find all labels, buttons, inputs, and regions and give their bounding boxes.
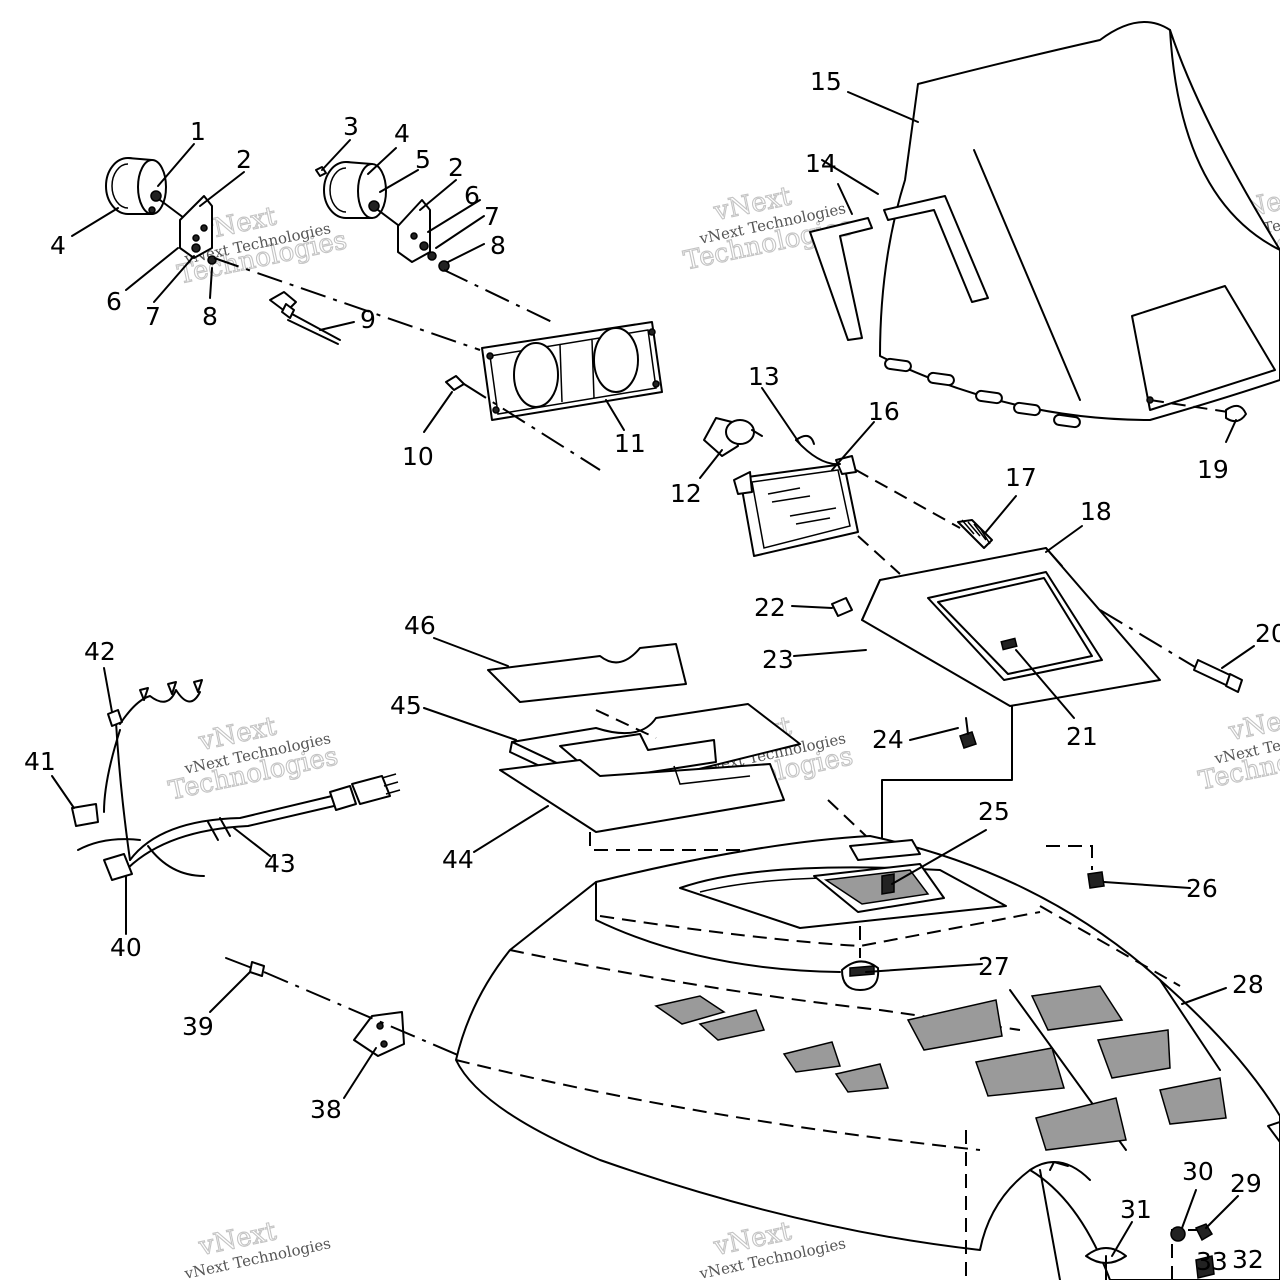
callout-7: 7 bbox=[145, 302, 161, 331]
windshield-vent-slots bbox=[884, 357, 1081, 429]
headlight-housing bbox=[733, 439, 859, 557]
callout-4: 4 bbox=[394, 119, 410, 148]
callout-45: 45 bbox=[390, 691, 422, 720]
callout-15: 15 bbox=[810, 67, 842, 96]
wire-harness bbox=[71, 679, 401, 881]
callout-27: 27 bbox=[978, 952, 1010, 981]
callout-4: 4 bbox=[50, 231, 66, 260]
callout-18: 18 bbox=[1080, 497, 1112, 526]
callout-21: 21 bbox=[1066, 722, 1098, 751]
assembly-line bbox=[881, 705, 1013, 841]
callout-40: 40 bbox=[110, 933, 142, 962]
callout-20: 20 bbox=[1255, 619, 1280, 648]
assembly-line bbox=[463, 383, 601, 471]
assembly-line bbox=[1099, 609, 1201, 671]
watermark: vNext Technologies vNext Technologies bbox=[166, 711, 342, 807]
callout-5: 5 bbox=[415, 145, 431, 174]
gauge-left bbox=[105, 157, 201, 231]
callout-42: 42 bbox=[84, 637, 116, 666]
callout-29: 29 bbox=[1230, 1169, 1262, 1198]
callout-7: 7 bbox=[484, 202, 500, 231]
bucket-nut bbox=[959, 717, 977, 749]
leader-lines bbox=[51, 91, 1255, 1257]
bucket-bolt bbox=[1193, 659, 1243, 693]
callout-6: 6 bbox=[106, 287, 122, 316]
assembly-line bbox=[213, 257, 481, 351]
callout-2: 2 bbox=[448, 153, 464, 182]
instrument-panel bbox=[445, 321, 663, 421]
callout-6: 6 bbox=[464, 181, 480, 210]
callout-24: 24 bbox=[872, 725, 904, 754]
hood-screw-25 bbox=[881, 873, 895, 895]
windshield-trim bbox=[809, 195, 989, 341]
headlight-bucket bbox=[861, 547, 1161, 707]
callout-30: 30 bbox=[1182, 1157, 1214, 1186]
adjuster-spring bbox=[957, 519, 993, 549]
assembly-line bbox=[443, 269, 553, 323]
callout-13: 13 bbox=[748, 362, 780, 391]
windshield-fastener bbox=[1146, 396, 1247, 423]
callout-32: 32 bbox=[1232, 1245, 1264, 1274]
callout-43: 43 bbox=[264, 849, 296, 878]
hood-insert-46 bbox=[487, 643, 687, 703]
callout-9: 9 bbox=[360, 305, 376, 334]
callout-38: 38 bbox=[310, 1095, 342, 1124]
callout-22: 22 bbox=[754, 593, 786, 622]
callout-17: 17 bbox=[1005, 463, 1037, 492]
gauge-right bbox=[315, 161, 411, 235]
callout-33: 33 bbox=[1196, 1247, 1228, 1276]
hood-insert-44 bbox=[499, 759, 785, 833]
callout-2: 2 bbox=[236, 145, 252, 174]
side-bracket bbox=[353, 1011, 405, 1057]
side-screw bbox=[225, 957, 265, 977]
windshield bbox=[879, 21, 1280, 429]
callout-1: 1 bbox=[190, 117, 206, 146]
watermark: vNext vNext Technologies bbox=[182, 1216, 332, 1283]
hood-mount-tab bbox=[849, 839, 921, 861]
callout-14: 14 bbox=[805, 149, 837, 178]
callout-39: 39 bbox=[182, 1012, 214, 1041]
callout-19: 19 bbox=[1197, 455, 1229, 484]
assembly-line bbox=[855, 469, 961, 529]
assembly-line bbox=[263, 971, 461, 1057]
callout-12: 12 bbox=[670, 479, 702, 508]
assembly-line bbox=[589, 832, 850, 851]
callout-23: 23 bbox=[762, 645, 794, 674]
mount-bracket-right bbox=[397, 199, 450, 272]
hood-screw-26 bbox=[1046, 845, 1105, 889]
callout-8: 8 bbox=[202, 302, 218, 331]
callout-28: 28 bbox=[1232, 970, 1264, 999]
callout-44: 44 bbox=[442, 845, 474, 874]
callout-10: 10 bbox=[402, 442, 434, 471]
headlight-bulb bbox=[703, 417, 815, 457]
callout-8: 8 bbox=[490, 231, 506, 260]
callout-3: 3 bbox=[343, 112, 359, 141]
assembly-line bbox=[595, 709, 657, 739]
hood-vents bbox=[654, 985, 1227, 1151]
callout-25: 25 bbox=[978, 797, 1010, 826]
callout-46: 46 bbox=[404, 611, 436, 640]
hood-latch bbox=[841, 926, 880, 991]
watermark: vNext Technologies vNext Technologies bbox=[1196, 701, 1280, 797]
callout-26: 26 bbox=[1186, 874, 1218, 903]
assembly-line bbox=[857, 535, 901, 575]
bucket-clip bbox=[831, 597, 853, 617]
callout-16: 16 bbox=[868, 397, 900, 426]
hood-main bbox=[455, 835, 1280, 1281]
sensor-probe bbox=[269, 291, 341, 345]
hood-fasteners-bottom bbox=[1085, 1223, 1215, 1281]
callout-41: 41 bbox=[24, 747, 56, 776]
assembly-line bbox=[827, 799, 867, 837]
callout-11: 11 bbox=[614, 429, 646, 458]
callout-31: 31 bbox=[1120, 1195, 1152, 1224]
